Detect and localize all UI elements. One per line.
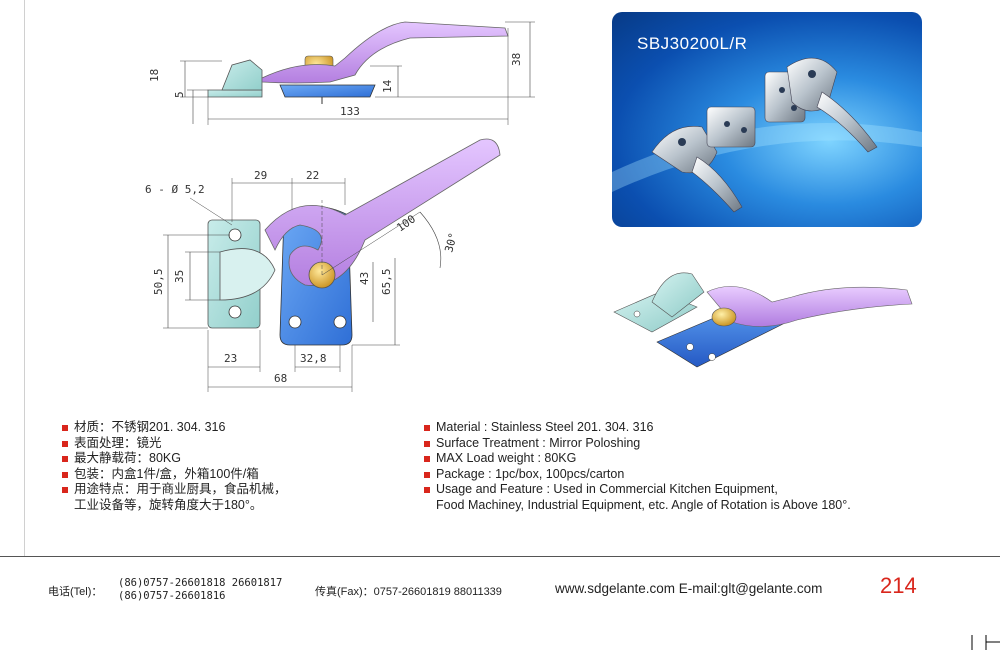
spec-cn-usage-cont: 工业设备等，旋转角度大于180°。 xyxy=(74,497,263,512)
dim-18: 18 xyxy=(148,69,161,82)
red-bullet-icon xyxy=(62,471,68,478)
footer-tel-label: 电话(Tel)： xyxy=(48,586,103,598)
spec-en-load: MAX Load weight : 80KG xyxy=(424,451,851,467)
dim-30deg: 30° xyxy=(442,231,460,254)
red-bullet-icon xyxy=(424,471,430,478)
red-bullet-icon xyxy=(424,425,430,431)
footer-fax: 传真(Fax)：0757-26601819 88011339 xyxy=(315,586,502,598)
spec-cn-load: 最大静载荷：80KG xyxy=(62,451,287,467)
technical-drawings: 18 5 38 14 133 xyxy=(145,21,535,392)
red-bullet-icon xyxy=(62,487,68,494)
product-model-title: SBJ30200L/R xyxy=(637,34,748,53)
latch-photo-render xyxy=(612,57,922,213)
dim-5: 5 xyxy=(173,91,186,98)
specs-chinese: 材质：不锈钢201. 304. 316 表面处理：镜光 最大静载荷：80KG 包… xyxy=(62,420,287,514)
dim-38: 38 xyxy=(510,53,523,66)
red-bullet-icon xyxy=(62,425,68,431)
dim-14: 14 xyxy=(381,79,394,93)
spec-cn-usage: 用途特点：用于商业厨具，食品机械， xyxy=(62,482,287,498)
spec-en-usage: Usage and Feature : Used in Commercial K… xyxy=(424,482,851,498)
spec-en-usage-cont: Food Machiney, Industrial Equipment, etc… xyxy=(436,497,851,512)
dim-23: 23 xyxy=(224,352,237,365)
spec-cn-surface: 表面处理：镜光 xyxy=(62,436,287,452)
dim-68: 68 xyxy=(274,372,287,385)
red-bullet-icon xyxy=(62,440,68,447)
footer-tel-line1: (86)0757-26601818 26601817 xyxy=(118,577,283,589)
crop-mark-icon xyxy=(971,635,1000,650)
footer-divider xyxy=(0,556,1000,557)
specs-english: Material : Stainless Steel 201. 304. 316… xyxy=(424,420,851,514)
footer-tel-numbers: (86)0757-26601818 26601817 (86)0757-2660… xyxy=(118,577,282,603)
footer-website-email[interactable]: www.sdgelante.com E-mail:glt@gelante.com xyxy=(555,581,823,596)
side-view-drawing xyxy=(180,21,535,125)
isometric-render xyxy=(613,272,913,368)
red-bullet-icon xyxy=(62,456,68,463)
red-bullet-icon xyxy=(424,487,430,494)
page-margin-rule xyxy=(24,0,25,557)
spec-cn-material: 材质：不锈钢201. 304. 316 xyxy=(62,420,287,436)
page-number: 214 xyxy=(880,573,917,598)
dim-29: 29 xyxy=(254,169,267,182)
dim-32-8: 32,8 xyxy=(300,352,327,365)
spec-en-material: Material : Stainless Steel 201. 304. 316 xyxy=(424,420,851,436)
product-photo: SBJ30200L/R xyxy=(612,12,922,227)
dim-22: 22 xyxy=(306,169,319,182)
spec-cn-package: 包装：内盒1件/盒，外箱100件/箱 xyxy=(62,467,287,483)
dim-43: 43 xyxy=(358,272,371,285)
red-bullet-icon xyxy=(424,440,430,447)
spec-en-surface: Surface Treatment : Mirror Poloshing xyxy=(424,436,851,452)
dim-holes: 6 - Ø 5,2 xyxy=(145,183,205,196)
dim-35: 35 xyxy=(173,270,186,283)
dim-133: 133 xyxy=(340,105,360,118)
top-view-drawing xyxy=(163,138,501,392)
dim-50-5: 50,5 xyxy=(152,269,165,296)
dim-65-5: 65,5 xyxy=(380,269,393,296)
spec-en-package: Package : 1pc/box, 100pcs/carton xyxy=(424,467,851,483)
red-bullet-icon xyxy=(424,456,430,463)
footer-tel-line2: (86)0757-26601816 xyxy=(118,590,226,602)
